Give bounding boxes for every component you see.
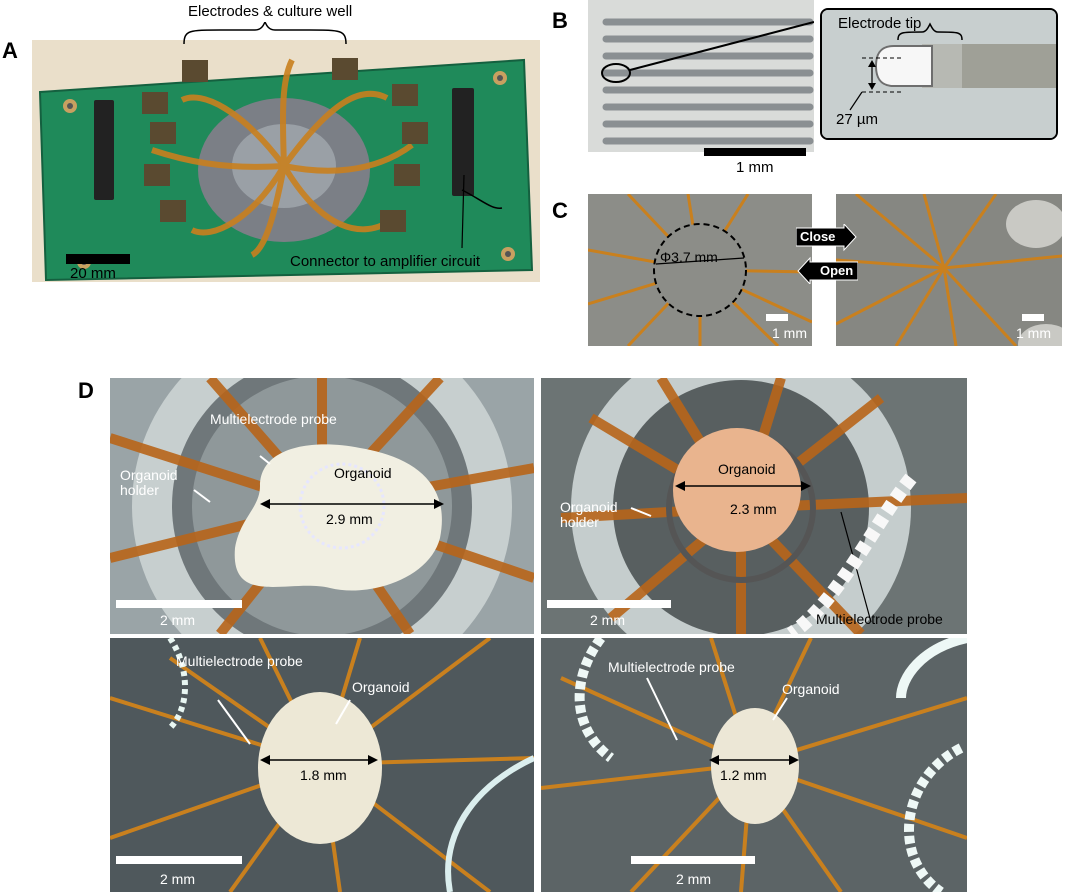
scale-bar-b — [704, 148, 806, 156]
d3-probe-label: Multielectrode probe — [176, 653, 303, 669]
close-label: Close — [800, 229, 836, 244]
panel-d4 — [541, 638, 967, 892]
scale-c-left-label: 1 mm — [772, 325, 807, 341]
bracket — [183, 22, 347, 45]
open-label: Open — [820, 263, 854, 278]
scale-a-label: 20 mm — [70, 265, 116, 282]
d4-organoid-label: Organoid — [782, 681, 840, 697]
d2-scale-label: 2 mm — [590, 612, 625, 628]
d3-size-label: 1.8 mm — [300, 767, 347, 783]
d3-scale-label: 2 mm — [160, 871, 195, 887]
d4-size-label: 1.2 mm — [720, 767, 767, 783]
d1-size-label: 2.9 mm — [326, 511, 373, 527]
close-open-arrows — [796, 224, 858, 284]
panel-c-letter: C — [552, 198, 568, 223]
panel-d-letter: D — [78, 378, 94, 403]
connector-label: Connector to amplifier circuit — [290, 253, 481, 270]
panel-c-open — [588, 194, 812, 346]
d2-size-label: 2.3 mm — [730, 501, 777, 517]
electrode-tip-label: Electrode tip — [838, 15, 922, 32]
panel-b-letter: B — [552, 8, 568, 33]
panel-c-closed — [836, 194, 1062, 346]
d1-scale-label: 2 mm — [160, 612, 195, 628]
panel-d3 — [110, 638, 534, 892]
scale-c-right-label: 1 mm — [1016, 325, 1051, 341]
d2-organoid-label: Organoid — [718, 461, 776, 477]
panel-d2 — [541, 378, 967, 634]
d2-probe-label: Multielectrode probe — [816, 611, 943, 627]
d4-probe-label: Multielectrode probe — [608, 659, 735, 675]
diameter-label: Φ3.7 mm — [660, 249, 718, 265]
panel-a-photo — [32, 40, 540, 282]
d1-probe-label: Multielectrode probe — [210, 411, 337, 427]
panel-b-probe-photo — [588, 0, 814, 152]
panel-a-letter: A — [2, 38, 18, 63]
d2-holder-label: Organoid holder — [560, 499, 618, 531]
tip-size-label: 27 µm — [836, 111, 878, 128]
panel-d1 — [110, 378, 534, 634]
d4-scale-label: 2 mm — [676, 871, 711, 887]
panel-b-inset — [820, 8, 1058, 140]
d3-organoid-label: Organoid — [352, 679, 410, 695]
electrodes-culture-well-label: Electrodes & culture well — [188, 3, 353, 20]
scale-b-label: 1 mm — [736, 159, 774, 176]
d1-organoid-label: Organoid — [334, 465, 392, 481]
d1-holder-label: Organoid holder — [120, 467, 178, 499]
scale-bar-a — [66, 254, 130, 264]
